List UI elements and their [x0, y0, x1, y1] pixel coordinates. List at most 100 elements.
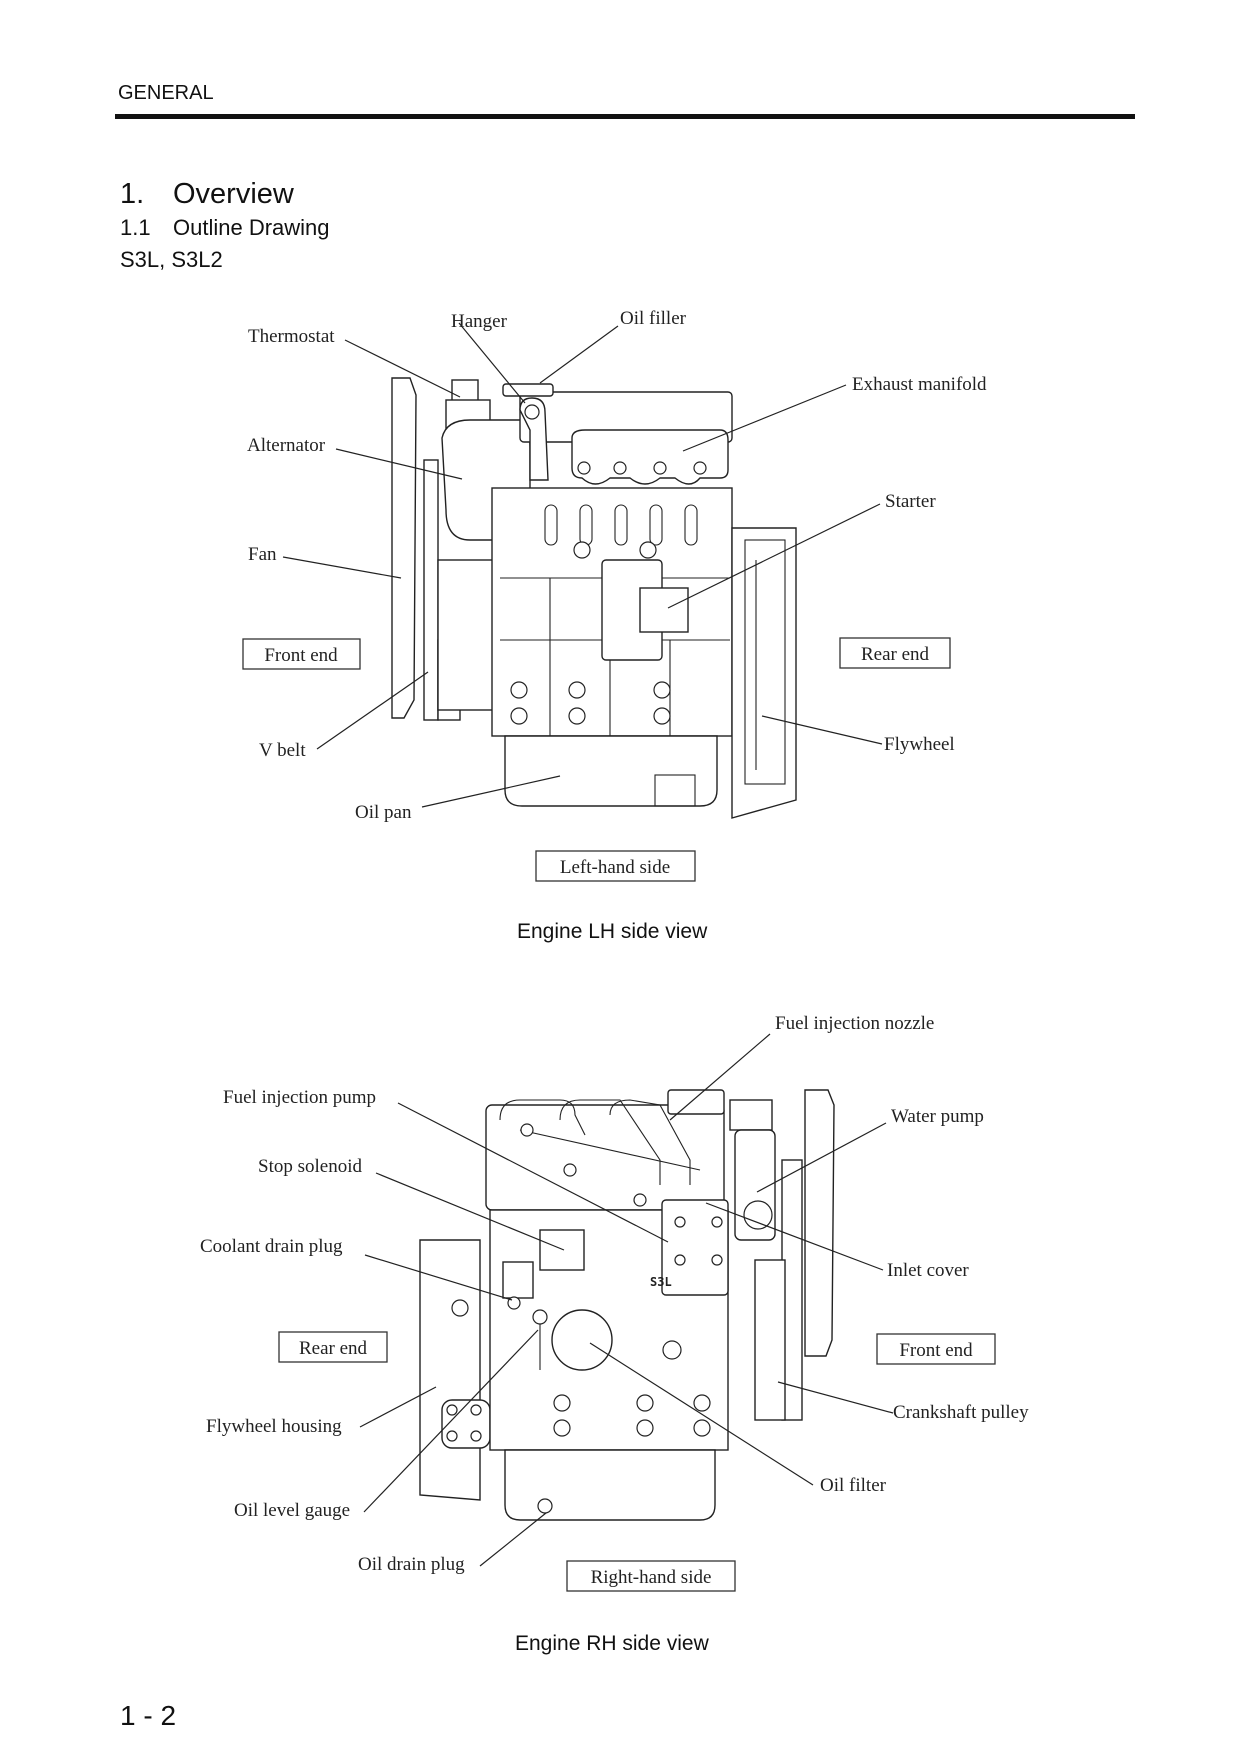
- rh-callouts: Fuel injection nozzle Fuel injection pum…: [200, 1013, 1029, 1575]
- leader-fuel-injection-nozzle: [669, 1033, 771, 1121]
- lh-front-end-label: Front end: [264, 645, 338, 666]
- pump-bolt: [711, 1216, 723, 1228]
- lh-leader-lines: [282, 322, 883, 808]
- callout-alternator: Alternator: [247, 435, 326, 456]
- stop-solenoid-shape: [539, 1229, 585, 1271]
- leader-oil-filler: [539, 325, 619, 384]
- callout-fuel-injection-nozzle: Fuel injection nozzle: [775, 1013, 934, 1034]
- callout-fan: Fan: [248, 544, 277, 565]
- callout-coolant-drain-plug: Coolant drain plug: [200, 1236, 343, 1257]
- leader-v-belt: [316, 671, 429, 750]
- callout-oil-filler: Oil filler: [620, 308, 687, 329]
- subheading-number: 1.1: [120, 215, 151, 240]
- pump-bolt: [674, 1254, 686, 1266]
- callout-oil-drain-plug: Oil drain plug: [358, 1554, 465, 1575]
- callout-stop-solenoid: Stop solenoid: [258, 1156, 362, 1177]
- lh-side-label: Left-hand side: [560, 857, 670, 878]
- model-designation: S3L, S3L2: [120, 247, 223, 272]
- heading-title: Overview: [173, 178, 294, 210]
- page-number: 1 - 2: [120, 1700, 177, 1731]
- rh-block-bolt: [553, 1394, 571, 1412]
- leader-fuel-injection-pump: [397, 1102, 669, 1243]
- head-bolt: [520, 1123, 534, 1137]
- block-bolt: [573, 541, 591, 559]
- pump-bolt: [711, 1254, 723, 1266]
- rh-block-bolt: [636, 1394, 654, 1412]
- subheading-outline-drawing: 1.1 Outline Drawing: [120, 215, 330, 241]
- flywheel-housing-shape: [731, 527, 797, 819]
- bracket-bolt: [446, 1430, 458, 1442]
- rh-front-end-box: Front end: [876, 1333, 996, 1365]
- rh-housing-boss: [451, 1299, 469, 1317]
- callout-crankshaft-pulley: Crankshaft pulley: [893, 1402, 1029, 1423]
- manifold-bolt: [653, 461, 667, 475]
- lh-side-box: Left-hand side: [535, 850, 696, 882]
- leader-flywheel: [761, 715, 883, 745]
- hanger-shape: [519, 397, 549, 481]
- header-rule: [115, 114, 1135, 119]
- leader-stop-solenoid: [375, 1172, 565, 1251]
- hanger-hole: [524, 404, 540, 420]
- leader-exhaust-manifold: [682, 384, 847, 452]
- rh-block-bolt: [693, 1419, 711, 1437]
- block-bolt: [653, 707, 671, 725]
- subheading-title: Outline Drawing: [173, 215, 330, 240]
- leader-crankshaft-pulley: [777, 1381, 894, 1414]
- gear-case-shape: [437, 559, 499, 711]
- pump-bolt: [674, 1216, 686, 1228]
- starter-solenoid-shape: [639, 587, 689, 633]
- callout-water-pump: Water pump: [891, 1106, 984, 1127]
- block-bolt: [568, 681, 586, 699]
- oil-pan-shape: [504, 735, 718, 807]
- rh-side-label: Right-hand side: [591, 1567, 712, 1588]
- engine-badge: S3L: [650, 1275, 672, 1289]
- solenoid-connector-shape: [502, 1261, 534, 1299]
- rh-thermostat-shape: [729, 1099, 773, 1131]
- bracket-bolt: [470, 1404, 482, 1416]
- rh-flywheel-housing-shape: [419, 1239, 481, 1501]
- lh-front-end-box: Front end: [242, 638, 361, 670]
- oil-gauge-cap: [532, 1309, 548, 1325]
- rh-oil-filler-shape: [667, 1089, 725, 1115]
- rh-gear-case-shape: [754, 1259, 786, 1421]
- rh-block-bolt: [693, 1394, 711, 1412]
- callout-oil-filter: Oil filter: [820, 1475, 887, 1496]
- bracket-bolt: [470, 1430, 482, 1442]
- callout-thermostat: Thermostat: [248, 326, 335, 347]
- running-header: GENERAL: [118, 82, 214, 104]
- callout-exhaust-manifold: Exhaust manifold: [852, 374, 987, 395]
- leader-alternator: [335, 448, 463, 480]
- oil-filler-cap-shape: [502, 383, 554, 397]
- exhaust-manifold-shape: [571, 429, 729, 485]
- fan-shape: [391, 377, 417, 719]
- lh-rear-end-box: Rear end: [839, 637, 951, 669]
- pulley-shape: [423, 459, 439, 721]
- flywheel-detail: [744, 539, 786, 785]
- leader-flywheel-housing: [359, 1386, 437, 1428]
- manifold-bolt: [577, 461, 591, 475]
- water-pump-outlet: [743, 1200, 773, 1230]
- callout-flywheel-housing: Flywheel housing: [206, 1416, 342, 1437]
- leader-fan: [282, 556, 402, 579]
- injection-pump-shape: [661, 1199, 729, 1296]
- oil-filter-shape: [551, 1309, 613, 1371]
- leader-starter: [667, 503, 881, 609]
- leader-oil-level-gauge: [363, 1329, 539, 1513]
- leader-thermostat: [344, 339, 461, 398]
- manifold-bolt: [693, 461, 707, 475]
- rh-rear-end-label: Rear end: [299, 1338, 368, 1359]
- leader-oil-pan: [421, 775, 561, 808]
- rh-block-bolt: [553, 1419, 571, 1437]
- rh-block-bolt: [636, 1419, 654, 1437]
- leader-inlet-cover: [705, 1202, 884, 1271]
- block-bolt: [568, 707, 586, 725]
- block-bolt: [510, 681, 528, 699]
- leader-coolant-drain-plug: [364, 1254, 513, 1301]
- rh-front-end-label: Front end: [899, 1340, 973, 1361]
- block-bolt: [510, 707, 528, 725]
- callout-hanger: Hanger: [451, 311, 508, 332]
- callout-v-belt: V belt: [259, 740, 306, 761]
- heading-overview: 1.Overview: [120, 178, 294, 211]
- leader-oil-filter: [589, 1342, 814, 1486]
- head-bolt: [563, 1163, 577, 1177]
